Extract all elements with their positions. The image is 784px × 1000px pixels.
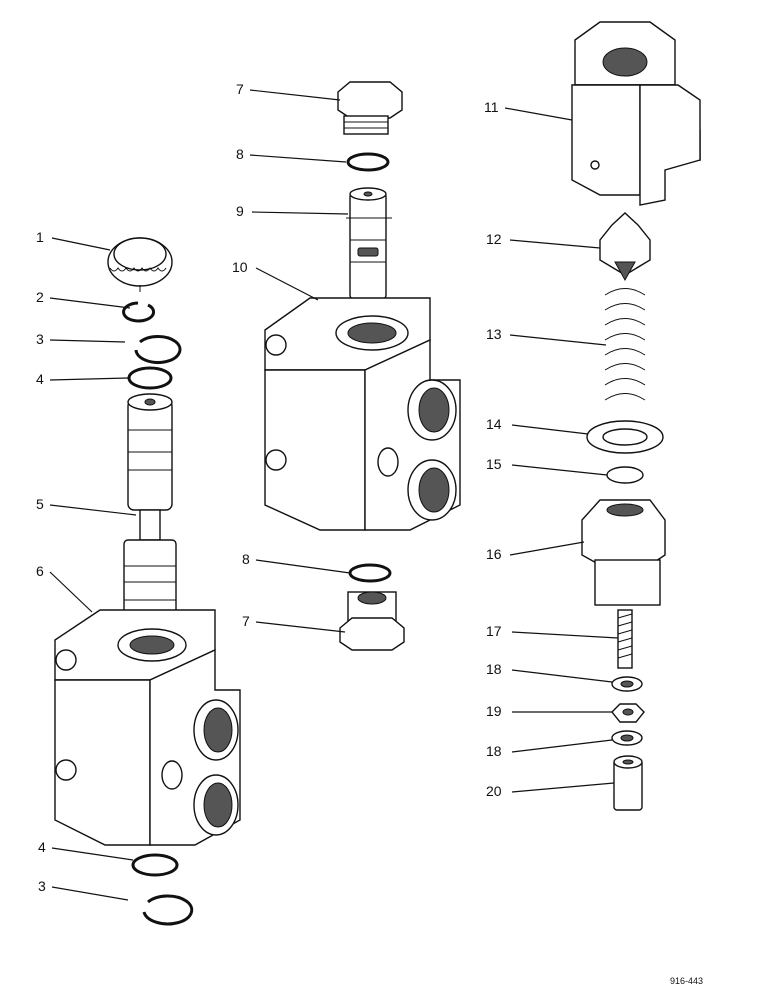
part-4-oring-upper	[127, 366, 173, 390]
part-3-circlip-lower	[142, 894, 194, 926]
callout-8-lower: 8	[242, 551, 250, 567]
callout-13: 13	[486, 326, 502, 342]
part-18-washer-lower	[611, 730, 643, 746]
callout-15: 15	[486, 456, 502, 472]
callout-6: 6	[36, 563, 44, 579]
callout-8-upper: 8	[236, 146, 244, 162]
part-15-disc	[606, 466, 644, 484]
callout-4-lower: 4	[38, 839, 46, 855]
part-5-spool	[123, 393, 177, 621]
callout-12: 12	[486, 231, 502, 247]
part-17-stud	[617, 609, 633, 669]
part-8-oring-upper	[346, 152, 390, 172]
callout-3-lower: 3	[38, 878, 46, 894]
callout-1: 1	[36, 229, 44, 245]
part-14-washer	[586, 420, 664, 454]
callout-11: 11	[484, 99, 499, 115]
part-20-cap-nut	[613, 755, 643, 811]
callout-14: 14	[486, 416, 502, 432]
callout-3-upper: 3	[36, 331, 44, 347]
part-2-snap-ring	[122, 301, 156, 323]
part-13-spring	[604, 288, 646, 401]
part-19-nut	[611, 703, 645, 723]
part-18-washer-upper	[611, 676, 643, 692]
drawing-reference-number: 916-443	[670, 976, 703, 986]
part-7-fitting-lower	[339, 591, 405, 651]
part-1-cap	[107, 237, 173, 292]
callout-19: 19	[486, 703, 502, 719]
callout-5: 5	[36, 496, 44, 512]
callout-17: 17	[486, 623, 502, 639]
part-10-valve-body	[264, 297, 461, 531]
callout-18-lower: 18	[486, 743, 502, 759]
part-16-adjuster-body	[581, 499, 666, 606]
part-7-plug-upper	[337, 81, 403, 135]
part-9-valve-stem	[346, 187, 392, 301]
callout-4-upper: 4	[36, 371, 44, 387]
part-8-oring-lower	[348, 563, 392, 583]
callout-20: 20	[486, 783, 502, 799]
callout-16: 16	[486, 546, 502, 562]
part-11-housing	[571, 21, 701, 206]
part-6-valve-body	[54, 609, 241, 846]
callout-2: 2	[36, 289, 44, 305]
callout-7-upper: 7	[236, 81, 244, 97]
callout-9: 9	[236, 203, 244, 219]
callout-7-lower: 7	[242, 613, 250, 629]
part-3-circlip-upper	[134, 335, 182, 364]
callout-18-upper: 18	[486, 661, 502, 677]
part-12-poppet	[599, 212, 651, 282]
part-4-oring-lower	[131, 853, 179, 877]
callout-10: 10	[232, 259, 248, 275]
